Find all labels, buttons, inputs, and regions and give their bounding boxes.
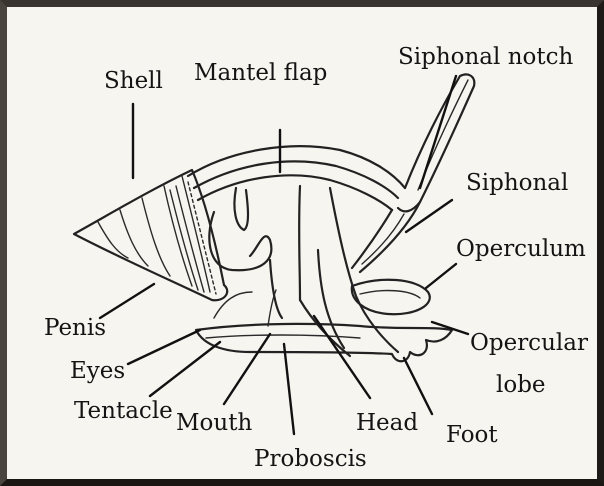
label-siphonal-notch: Siphonal notch xyxy=(398,44,573,70)
label-proboscis: Proboscis xyxy=(254,446,367,472)
label-eyes: Eyes xyxy=(70,358,125,384)
label-foot: Foot xyxy=(446,422,498,448)
leader-proboscis xyxy=(284,344,294,434)
leader-penis xyxy=(100,284,154,318)
label-opercular: Opercular xyxy=(470,330,588,356)
shell-drawing xyxy=(74,170,227,300)
leader-head xyxy=(314,316,370,398)
label-penis: Penis xyxy=(44,315,106,341)
label-siphonal: Siphonal xyxy=(466,170,568,196)
leader-mouth xyxy=(224,334,270,404)
label-mantel-flap: Mantel flap xyxy=(194,60,327,86)
leader-eyes xyxy=(128,330,200,364)
mantle-and-siphon-drawing xyxy=(188,74,474,272)
label-mouth: Mouth xyxy=(176,410,252,436)
diagram-labels: Shell Mantel flap Siphonal notch Siphona… xyxy=(44,44,588,472)
label-shell: Shell xyxy=(104,68,163,94)
label-head: Head xyxy=(356,410,418,436)
label-operculum: Operculum xyxy=(456,236,586,262)
label-lobe: lobe xyxy=(496,372,546,398)
label-tentacle: Tentacle xyxy=(74,398,173,424)
leader-lines xyxy=(100,76,468,434)
leader-operculum xyxy=(426,264,456,288)
leader-siphonal-notch xyxy=(420,76,456,188)
leader-foot xyxy=(404,358,432,414)
leader-tentacle xyxy=(150,342,220,396)
